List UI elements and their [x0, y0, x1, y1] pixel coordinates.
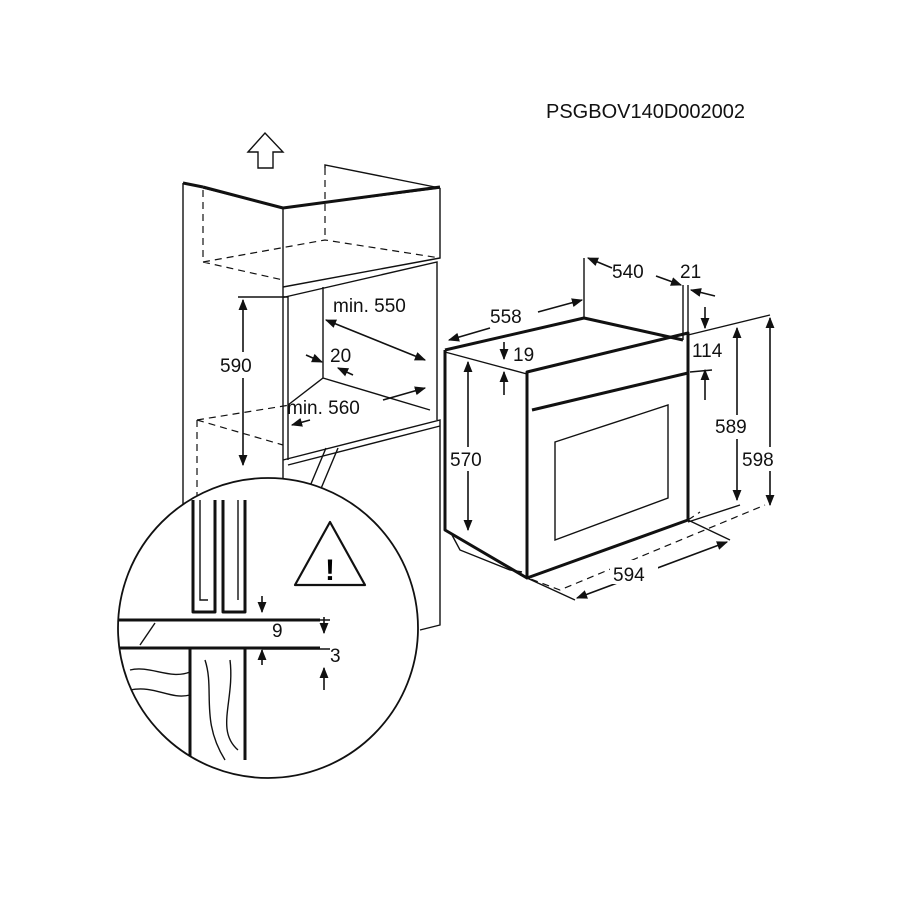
- rear-gap-label: 20: [330, 346, 351, 367]
- niche-height-label: 590: [220, 356, 252, 377]
- total-height-label: 598: [742, 450, 774, 471]
- warning-icon: !: [293, 520, 367, 587]
- body-height-label: 570: [450, 450, 482, 471]
- body-depth-label: 540: [612, 262, 644, 283]
- top-depth-label: 558: [490, 307, 522, 328]
- warning-symbol: !: [325, 554, 335, 587]
- control-panel-height-label: 114: [692, 341, 723, 362]
- width-label: 594: [613, 565, 645, 586]
- document-code: PSGBOV140D002002: [546, 101, 745, 123]
- top-offset-label: 19: [513, 345, 534, 366]
- gap-3-label: 3: [330, 646, 341, 667]
- detail-magnifier: 9 3 !: [117, 477, 419, 779]
- oven: 540 21 558 19 570 114 589 598 594: [443, 257, 786, 601]
- door-thickness-label: 21: [680, 262, 701, 283]
- up-arrow-icon: [246, 131, 285, 169]
- gap-9-label: 9: [272, 621, 283, 642]
- kitchen-cabinet: min. 550 20 min. 560: [182, 164, 441, 631]
- niche-width-label: min. 560: [287, 398, 360, 419]
- front-height-label: 589: [715, 417, 747, 438]
- niche-depth-label: min. 550: [333, 296, 406, 317]
